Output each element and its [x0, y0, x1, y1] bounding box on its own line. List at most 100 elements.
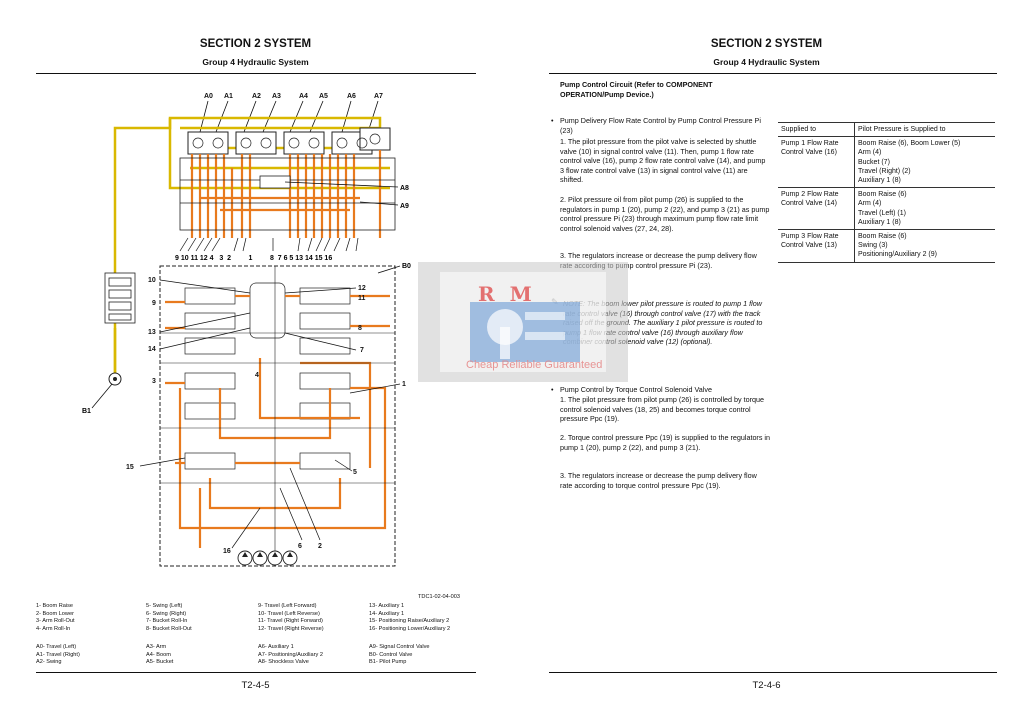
signal-port-numbers: 9 10 11 12 4 3 2 1 8 7 6 5 13 14 15 16 — [175, 255, 332, 262]
legend-col-2: 5- Swing (Left) 6- Swing (Right) 7- Buck… — [146, 603, 192, 633]
legend2-col-1: A0- Travel (Left) A1- Travel (Right) A2-… — [36, 644, 80, 667]
bullet-2-title: Pump Control by Torque Control Solenoid … — [560, 385, 712, 394]
label-8: 8 — [358, 325, 362, 332]
bullet-1: • Pump Delivery Flow Rate Control by Pum… — [551, 116, 766, 135]
table-cell-line: Boom Raise (6), Boom Lower (5) — [858, 140, 961, 148]
footer-rule — [549, 672, 997, 673]
header-rule — [549, 73, 997, 74]
label-6: 6 — [298, 543, 302, 550]
label-14: 14 — [148, 346, 156, 353]
legend-item: 5- Swing (Left) — [146, 603, 183, 609]
legend-col-1: 1- Boom Raise 2- Boom Lower 3- Arm Roll-… — [36, 603, 75, 633]
table-row: Pump 2 Flow Rate Control Valve (14) Boom… — [778, 187, 995, 230]
legend-item: 1- Boom Raise — [36, 603, 73, 609]
table-cell: Pump 1 Flow Rate Control Valve (16) — [778, 136, 855, 188]
legend-item: 6- Swing (Right) — [146, 610, 187, 617]
legend-item: 4- Arm Roll-In — [36, 625, 71, 632]
header-rule — [36, 73, 476, 74]
watermark-logo-text: R M — [478, 282, 536, 306]
label-a3: A3 — [272, 93, 281, 100]
watermark-panel: R M — [440, 272, 606, 372]
table-cell-line: Swing (3) — [858, 242, 888, 250]
label-12: 12 — [358, 285, 366, 292]
bullet-2: • Pump Control by Torque Control Solenoi… — [551, 385, 766, 395]
legend-item: 12- Travel (Right Reverse) — [258, 625, 324, 632]
legend-item: B0- Control Valve — [369, 651, 413, 658]
bullet-2-item: 1. The pilot pressure from pilot pump (2… — [560, 395, 765, 424]
label-a4: A4 — [299, 93, 308, 100]
table-row: Pump 1 Flow Rate Control Valve (16) Boom… — [778, 136, 995, 188]
section-title: SECTION 2 SYSTEM — [199, 38, 312, 50]
group-title: Group 4 Hydraulic System — [713, 57, 820, 67]
bullet-2-item: 3. The regulators increase or decrease t… — [560, 471, 757, 490]
table-cell: Pump 3 Flow Rate Control Valve (13) — [778, 229, 855, 263]
table-cell: Boom Raise (6), Boom Lower (5) Arm (4) B… — [854, 136, 995, 188]
label-9: 9 — [152, 300, 156, 307]
legend-item: 16- Positioning Lower/Auxiliary 2 — [369, 625, 451, 632]
table-header-row: Supplied to Pilot Pressure is Supplied t… — [778, 121, 995, 137]
watermark: R M Cheap Reliable Guaranteed — [418, 262, 628, 382]
footer-rule — [36, 672, 476, 673]
table-row: Pump 3 Flow Rate Control Valve (13) Boom… — [778, 229, 995, 263]
legend-item: A4- Boom — [146, 651, 171, 658]
label-1: 1 — [402, 381, 406, 388]
label-a6: A6 — [347, 93, 356, 100]
bullet-1-item: 1. The pilot pressure from the pilot val… — [560, 137, 766, 185]
table-cell-line: Boom Raise (6) — [858, 233, 907, 241]
label-a7: A7 — [374, 93, 383, 100]
legend-item: 2- Boom Lower — [36, 610, 74, 617]
table-cell-line: Travel (Right) (2) — [858, 167, 911, 175]
label-a9: A9 — [400, 203, 409, 210]
legend-item: 11- Travel (Right Forward) — [258, 618, 323, 625]
bullet-dot: • — [551, 385, 554, 394]
label-b0: B0 — [402, 263, 411, 270]
right-page: SECTION 2 SYSTEM Group 4 Hydraulic Syste… — [511, 0, 1022, 723]
table-cell: Boom Raise (6) Arm (4) Travel (Left) (1)… — [854, 187, 995, 230]
label-b1: B1 — [82, 408, 91, 415]
legend-item: A1- Travel (Right) — [36, 651, 80, 658]
label-3: 3 — [152, 378, 156, 385]
table-cell: Pump 2 Flow Rate Control Valve (14) — [778, 187, 855, 230]
legend-item: A8- Shockless Valve — [258, 659, 309, 666]
bullet-1-title: Pump Delivery Flow Rate Control by Pump … — [560, 116, 761, 135]
legend-item: A2- Swing — [36, 659, 62, 666]
legend-item: A7- Positioning/Auxiliary 2 — [258, 651, 323, 658]
table-cell-line: Arm (4) — [858, 149, 882, 157]
legend-item: A3- Arm — [146, 644, 167, 650]
label-a5: A5 — [319, 93, 328, 100]
bullet-1-item: 3. The regulators increase or decrease t… — [560, 251, 757, 270]
label-a2: A2 — [252, 93, 261, 100]
table-cell-line: Positioning/Auxiliary 2 (9) — [858, 251, 937, 259]
legend-item: A0- Travel (Left) — [36, 644, 77, 650]
label-13: 13 — [148, 329, 156, 336]
page-number: T2-4-6 — [752, 680, 781, 691]
legend2-col-3: A6- Auxiliary 1 A7- Positioning/Auxiliar… — [258, 644, 323, 667]
legend-item: A6- Auxiliary 1 — [258, 644, 294, 650]
label-11: 11 — [358, 295, 366, 302]
legend-item: A5- Bucket — [146, 659, 174, 666]
label-a8: A8 — [400, 185, 409, 192]
pilot-pressure-table: Supplied to Pilot Pressure is Supplied t… — [778, 121, 995, 263]
legend2-col-4: A9- Signal Control Valve B0- Control Val… — [369, 644, 430, 667]
table-cell-line: Boom Raise (6) — [858, 191, 907, 199]
section-heading: Pump Control Circuit (Refer to COMPONENT… — [560, 80, 713, 99]
legend-col-4: 13- Auxiliary 1 14- Auxiliary 1 15- Posi… — [369, 603, 450, 633]
legend-item: 9- Travel (Left Forward) — [258, 603, 317, 609]
legend-item: 13- Auxiliary 1 — [369, 603, 405, 609]
table-cell-line: Bucket (7) — [858, 158, 890, 166]
table-cell-line: Auxiliary 1 (8) — [858, 218, 901, 226]
legend-col-3: 9- Travel (Left Forward) 10- Travel (Lef… — [258, 603, 324, 633]
bullet-1-item: 2. Pilot pressure oil from pilot pump (2… — [560, 195, 770, 233]
hydraulic-circuit-diagram: A0 A1 A2 A3 A4 A5 A6 A7 — [82, 93, 411, 567]
section-title: SECTION 2 SYSTEM — [710, 38, 823, 50]
table-cell-line: Travel (Left) (1) — [858, 209, 906, 217]
bullet-2-item: 2. Torque control pressure Ppc (19) is s… — [560, 433, 771, 452]
table-cell-line: Auxiliary 1 (8) — [858, 177, 901, 185]
table-header: Pilot Pressure is Supplied to — [854, 121, 995, 137]
label-10: 10 — [148, 277, 156, 284]
note-text: NOTE: The boom lower pilot pressure is r… — [563, 299, 763, 347]
legend-item: 8- Bucket Roll-Out — [146, 625, 192, 632]
figure-id: TDC1-02-04-003 — [418, 594, 460, 600]
label-4: 4 — [255, 372, 259, 379]
wrench-logo-icon — [470, 302, 580, 362]
